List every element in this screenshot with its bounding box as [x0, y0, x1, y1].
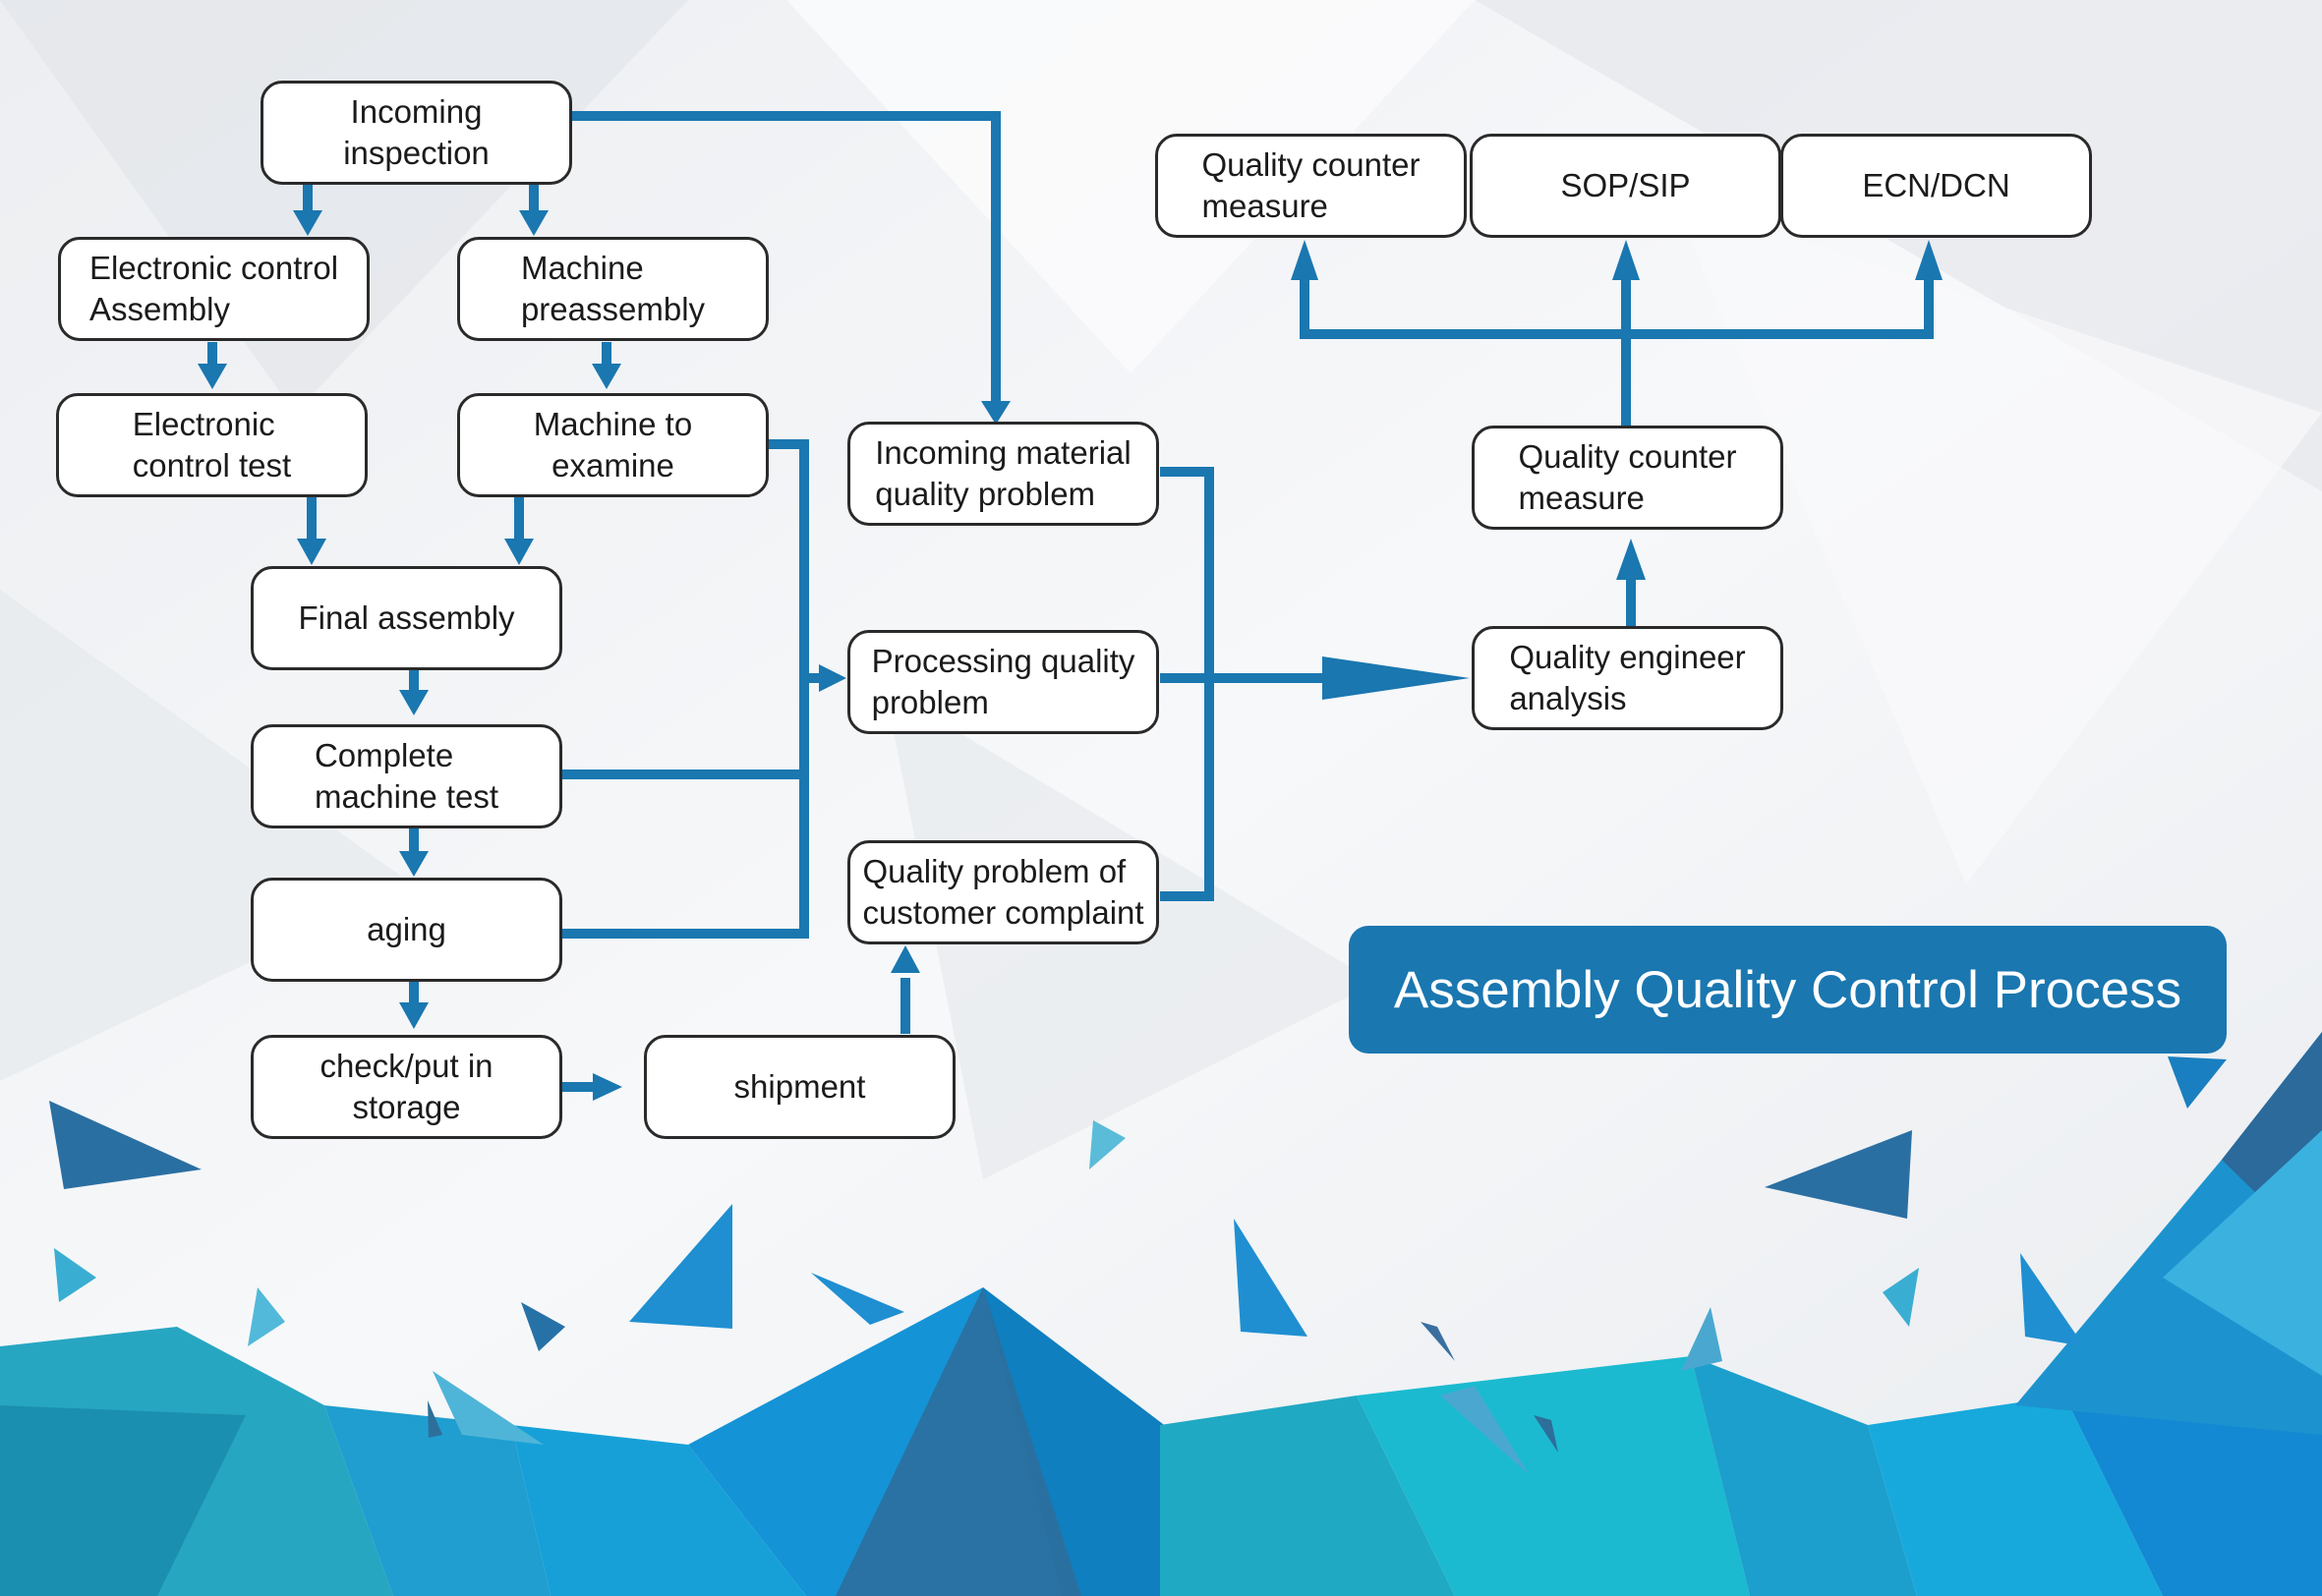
node-check-put-in-storage: check/put in storage — [251, 1035, 562, 1139]
arrowhead-shipment — [593, 1073, 622, 1101]
diagram-title: Assembly Quality Control Process — [1393, 960, 2182, 1019]
node-label: Quality counter measure — [1201, 146, 1421, 224]
node-label: Quality counter measure — [1518, 438, 1737, 516]
arrowhead-complete-test — [399, 690, 429, 715]
node-label: Machine to examine — [533, 406, 693, 484]
node-label: ECN/DCN — [1862, 167, 2010, 203]
arrowhead-storage — [399, 1002, 429, 1029]
connector-examine-to-processing-bus — [562, 439, 809, 939]
node-incoming-material-quality-problem: Incoming material quality problem — [847, 422, 1159, 526]
node-quality-counter-measure-mid: Quality counter measure — [1472, 426, 1783, 530]
node-label: Machine preassembly — [520, 250, 706, 327]
node-final-assembly: Final assembly — [251, 566, 562, 670]
arrowhead-counter-measure-mid — [1616, 539, 1646, 580]
arrowhead-machine-examine — [592, 364, 621, 389]
arrowhead-ecn — [1915, 240, 1943, 280]
arrowhead-sop — [1612, 240, 1640, 280]
node-aging: aging — [251, 878, 562, 982]
node-machine-preassembly: Machine preassembly — [457, 237, 769, 341]
connectors — [207, 111, 1934, 1092]
node-electronic-control-test: Electronic control test — [56, 393, 368, 497]
connector-material-problem-to-bus — [1160, 467, 1214, 901]
node-label: Processing quality problem — [871, 643, 1135, 720]
arrowhead-material-problem — [981, 401, 1011, 425]
node-label: Complete machine test — [314, 737, 499, 815]
arrow-heads — [198, 210, 1943, 1101]
node-label: Electronic control Assembly — [88, 250, 339, 327]
node-label: Final assembly — [298, 599, 515, 636]
node-shipment: shipment — [644, 1035, 956, 1139]
node-quality-engineer-analysis: Quality engineer analysis — [1472, 626, 1783, 730]
decorative-polygons — [0, 1032, 2322, 1596]
node-label: aging — [367, 911, 446, 947]
node-label: check/put in storage — [319, 1048, 493, 1125]
node-label: Quality engineer analysis — [1509, 639, 1746, 716]
arrowhead-complaint — [891, 945, 920, 973]
node-machine-to-examine: Machine to examine — [457, 393, 769, 497]
arrowhead-processing — [819, 664, 846, 692]
node-sop-sip: SOP/SIP — [1470, 134, 1781, 238]
node-customer-complaint-quality-problem: Quality problem of customer complaint — [847, 840, 1159, 944]
arrowhead-analysis — [1322, 656, 1470, 700]
node-quality-counter-measure-top: Quality counter measure — [1155, 134, 1467, 238]
node-label: Quality problem of customer complaint — [862, 853, 1144, 931]
connector-inspection-to-material-problem — [570, 111, 1001, 403]
arrowhead-aging — [399, 851, 429, 877]
node-incoming-inspection: Incoming inspection — [261, 81, 572, 185]
node-ecn-dcn: ECN/DCN — [1780, 134, 2092, 238]
arrowhead-final-from-test — [297, 539, 326, 565]
node-label: Incoming inspection — [343, 93, 490, 171]
node-processing-quality-problem: Processing quality problem — [847, 630, 1159, 734]
node-label: Incoming material quality problem — [875, 434, 1132, 512]
node-complete-machine-test: Complete machine test — [251, 724, 562, 828]
arrowhead-final-from-examine — [504, 539, 534, 565]
node-label: SOP/SIP — [1560, 167, 1691, 203]
connector-top-branch — [1300, 280, 1934, 339]
title-banner: Assembly Quality Control Process — [1349, 926, 2227, 1054]
node-label: Electronic control test — [132, 406, 292, 484]
arrowhead-counter-measure-top — [1291, 240, 1318, 280]
node-electronic-control-assembly: Electronic control Assembly — [58, 237, 370, 341]
arrowhead-machine-preassembly — [519, 210, 549, 236]
arrowhead-electronic-assembly — [293, 210, 322, 236]
node-label: shipment — [733, 1068, 866, 1105]
arrowhead-electronic-test — [198, 364, 227, 389]
